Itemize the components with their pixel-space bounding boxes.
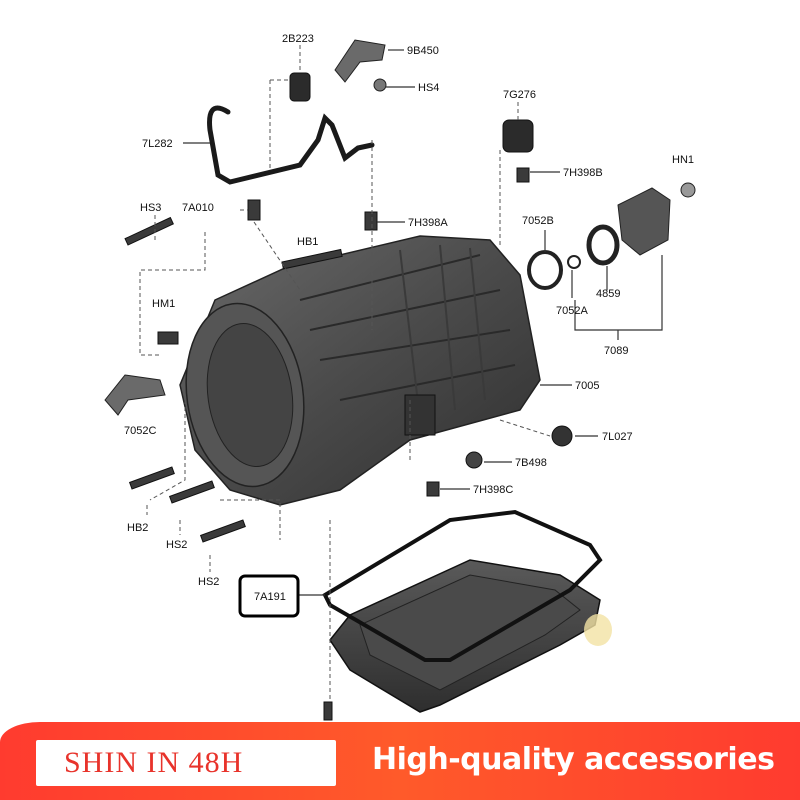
promo-banner: SHIN IN 48H High-quality accessories	[0, 722, 800, 800]
bolt-HS2a	[168, 480, 215, 504]
leader-lines	[139, 45, 663, 700]
part-7H398A	[364, 211, 378, 231]
label-7A010: 7A010	[182, 202, 214, 214]
label-HS2-upper: HS2	[166, 539, 187, 551]
part-HS4	[373, 78, 387, 92]
highlight-box-7A191	[238, 574, 300, 618]
label-7005: 7005	[575, 380, 599, 392]
part-9B450	[334, 39, 386, 83]
part-7L027	[551, 425, 573, 447]
label-7H398C: 7H398C	[473, 484, 513, 496]
label-HS4: HS4	[418, 82, 439, 94]
part-2B223	[289, 72, 311, 102]
seal-4859	[586, 224, 620, 266]
quality-tagline: High-quality accessories	[372, 742, 775, 777]
bracket-7052C	[104, 374, 166, 416]
label-HS2-lower: HS2	[198, 576, 219, 588]
label-7B498: 7B498	[515, 457, 547, 469]
bolt-HB1	[281, 248, 343, 270]
label-HN1: HN1	[672, 154, 694, 166]
seal-7052B	[527, 250, 563, 290]
ring-7052A	[567, 255, 581, 269]
part-labels: 2B223 9B450 HS4 7G276 7L282 7H398B HN1 H…	[124, 33, 694, 603]
tube-7L282	[207, 105, 375, 185]
part-7089-actuator	[617, 187, 671, 256]
label-2B223: 2B223	[282, 33, 314, 45]
part-7G276	[502, 119, 534, 153]
part-HM1	[157, 331, 179, 345]
label-7052A: 7052A	[556, 305, 588, 317]
label-7052C: 7052C	[124, 425, 156, 437]
transmission-case-7005	[179, 235, 541, 506]
label-7089: 7089	[604, 345, 628, 357]
label-7L282: 7L282	[142, 138, 173, 150]
bolt-HB2	[128, 466, 175, 490]
label-7H398A: 7H398A	[408, 217, 448, 229]
oil-pan-assembly	[322, 509, 612, 713]
part-7B498	[465, 451, 483, 469]
label-7H398B: 7H398B	[563, 167, 603, 179]
shipping-tag: SHIN IN 48H	[36, 740, 336, 786]
label-7G276: 7G276	[503, 89, 536, 101]
label-9B450: 9B450	[407, 45, 439, 57]
shipping-tag-text: SHIN IN 48H	[64, 746, 244, 779]
label-7052B: 7052B	[522, 215, 554, 227]
part-HN1	[680, 182, 696, 198]
label-HM1: HM1	[152, 298, 175, 310]
drain-bolt	[323, 701, 333, 721]
label-HS3: HS3	[140, 202, 161, 214]
label-7L027: 7L027	[602, 431, 633, 443]
label-7A191: 7A191	[254, 591, 286, 603]
part-7H398B	[516, 167, 530, 183]
bolt-HS2b	[199, 519, 246, 543]
part-7H398C	[426, 481, 440, 497]
label-HB2: HB2	[127, 522, 148, 534]
part-7A010	[247, 199, 261, 221]
label-4859: 4859	[596, 288, 620, 300]
label-HB1: HB1	[297, 236, 318, 248]
bolt-HS3	[124, 216, 174, 246]
